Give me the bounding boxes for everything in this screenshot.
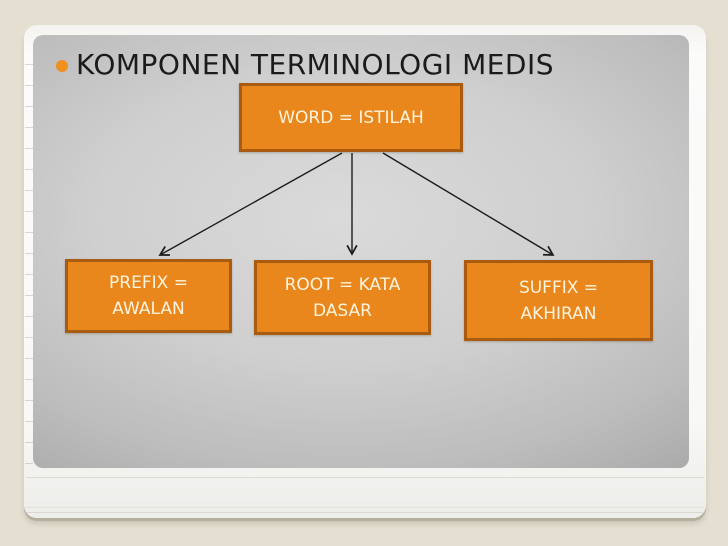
diagram-node-root: ROOT = KATA DASAR xyxy=(254,260,431,335)
diagram-node-root-label: ROOT = KATA DASAR xyxy=(284,274,401,321)
diagram-node-word-label: WORD = ISTILAH xyxy=(278,107,424,128)
diagram-node-prefix: PREFIX = AWALAN xyxy=(65,259,232,333)
diagram-node-prefix-label: PREFIX = AWALAN xyxy=(109,273,188,319)
footer-divider-line xyxy=(26,507,704,508)
diagram-node-suffix-label: SUFFIX = AKHIRAN xyxy=(518,277,599,324)
footer-divider-line xyxy=(26,477,704,478)
slide-title: KOMPONEN TERMINOLOGI MEDIS xyxy=(76,48,555,81)
footer-divider-line xyxy=(26,512,704,513)
diagram-node-suffix: SUFFIX = AKHIRAN xyxy=(464,260,653,341)
slide-canvas: KOMPONEN TERMINOLOGI MEDIS WORD = ISTILA… xyxy=(33,35,689,468)
title-row: KOMPONEN TERMINOLOGI MEDIS xyxy=(56,48,676,88)
bullet-icon xyxy=(56,60,68,72)
left-ruler-lines xyxy=(25,44,33,468)
diagram-node-word: WORD = ISTILAH xyxy=(239,83,463,152)
